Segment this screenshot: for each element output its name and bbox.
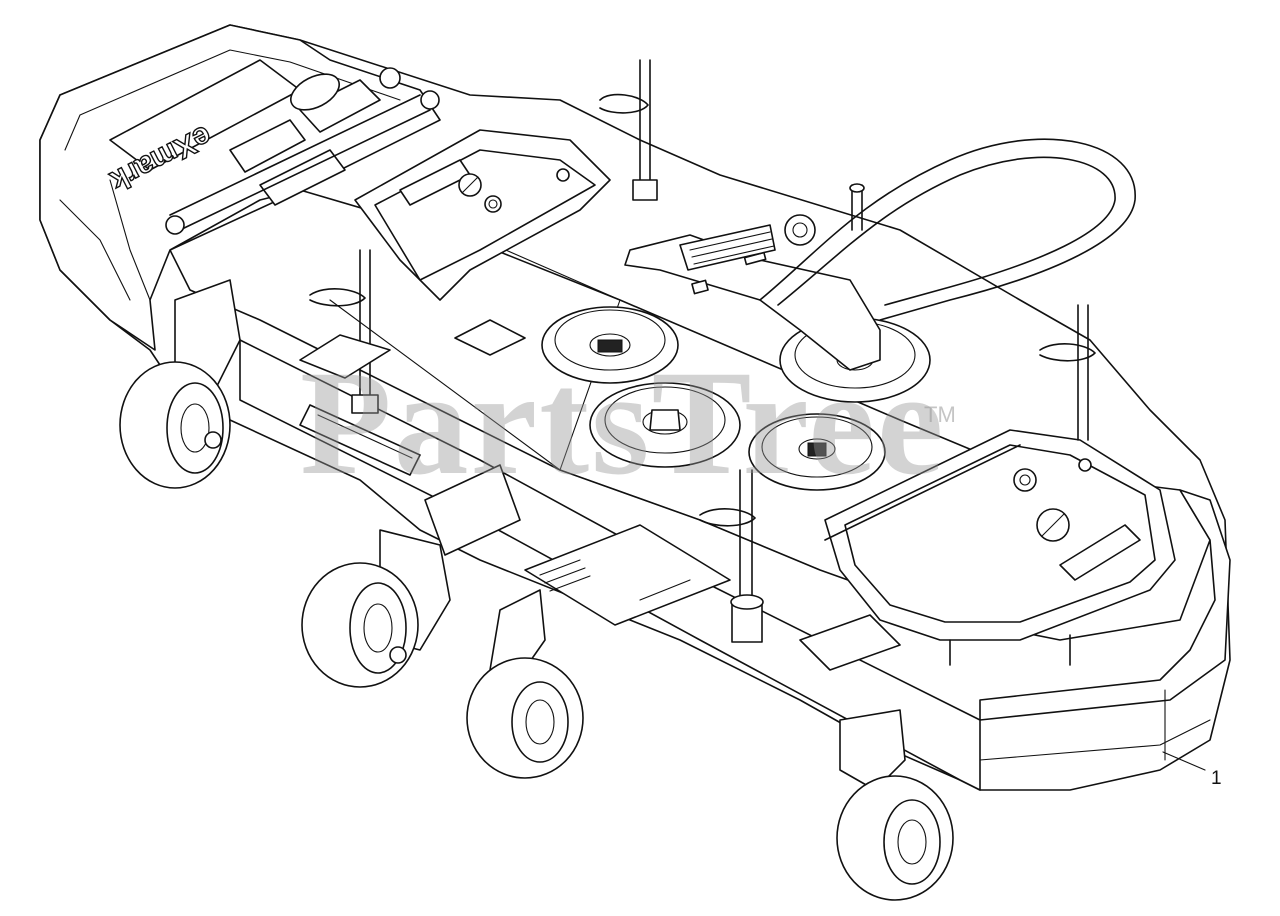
caster-wheel-front-center: [301, 562, 419, 688]
spindle-pulley-left: [541, 306, 679, 384]
height-pins: [309, 59, 1096, 643]
idler-arm: [624, 214, 881, 371]
drive-belt: [759, 138, 1136, 321]
caster-wheel-front-left: [119, 361, 231, 489]
trademark-mark: TM: [924, 402, 956, 427]
decals: [299, 319, 901, 671]
discharge-cover: eXmark: [39, 24, 441, 351]
spindle-pulley-center: [589, 382, 741, 468]
callout-leader-1: [1162, 751, 1206, 771]
caster-wheel-right: [836, 775, 954, 901]
caster-wheel-front-right: [466, 657, 584, 779]
callout-label-1[interactable]: 1: [1211, 768, 1222, 789]
watermark-text: PartsTree: [300, 340, 946, 506]
spindle-pulley-right: [748, 413, 886, 491]
belt-cover-left: [354, 129, 611, 301]
belt-cover-right: [824, 429, 1176, 666]
